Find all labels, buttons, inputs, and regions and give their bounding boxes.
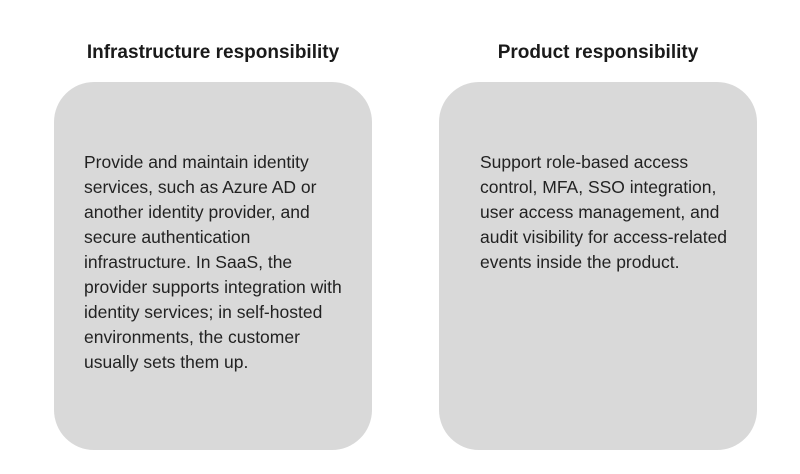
infrastructure-responsibility-title: Infrastructure responsibility (86, 42, 340, 63)
infrastructure-responsibility-card: Provide and maintain identity services, … (54, 82, 372, 450)
product-responsibility-card: Support role-based access control, MFA, … (439, 82, 757, 450)
product-responsibility-title: Product responsibility (497, 42, 699, 63)
infrastructure-responsibility-text: Provide and maintain identity services, … (84, 152, 342, 372)
product-responsibility-text: Support role-based access control, MFA, … (480, 152, 728, 272)
